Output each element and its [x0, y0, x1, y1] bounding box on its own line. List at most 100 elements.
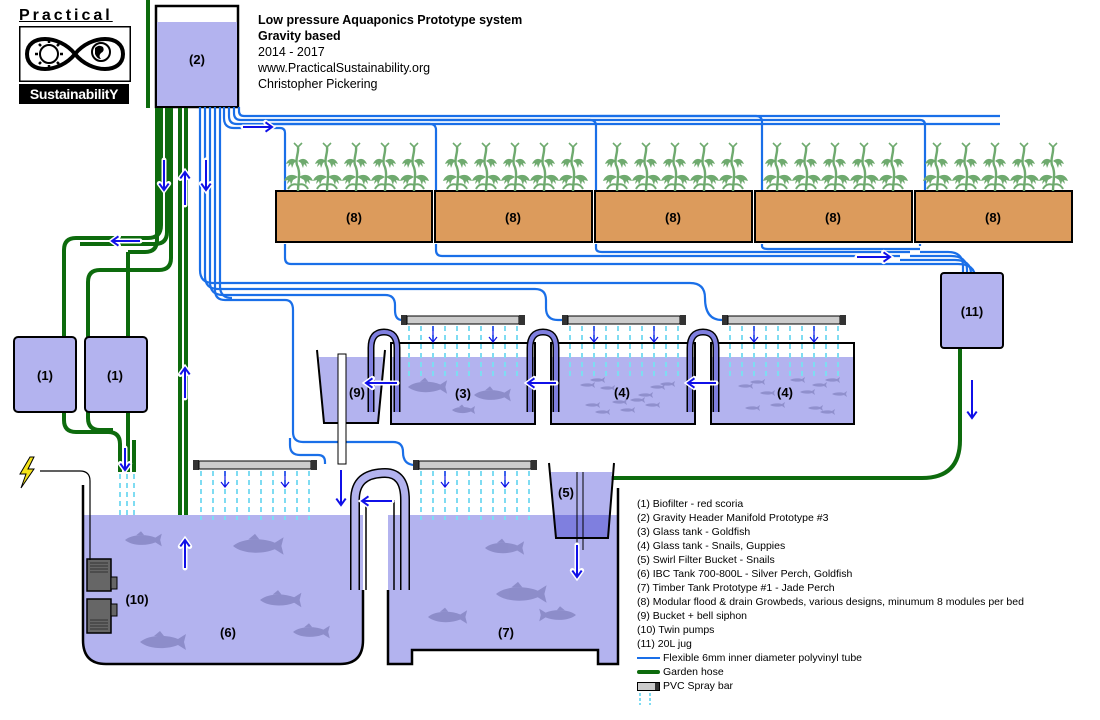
legend-symbol-tube: Flexible 6mm inner diameter polyvinyl tu…: [637, 651, 1024, 665]
plant-icon: [819, 141, 852, 193]
biofilter-a: [13, 336, 77, 413]
legend-item: (1) Biofilter - red scoria: [637, 498, 744, 510]
flow-arrow-icon: [526, 377, 556, 389]
title-author: Christopher Pickering: [258, 77, 378, 91]
plant-icon: [761, 141, 794, 193]
flow-arrow-icon: [966, 380, 978, 420]
infinity-icon: [24, 37, 126, 71]
bucket-siphon-label: (9): [349, 385, 365, 400]
ibc-tank-label: (6): [220, 625, 236, 640]
twin-pumps: [86, 558, 118, 634]
spray-bar-pipe: [561, 314, 687, 326]
twin-pumps-label: (10): [125, 592, 148, 607]
lightning-icon: [19, 456, 35, 489]
plant-icon: [979, 141, 1012, 193]
spray-drops-icon: [637, 693, 1024, 707]
plant-icon: [630, 141, 663, 193]
growbed-label-5: (8): [985, 210, 1001, 225]
timber-tank-label: (7): [498, 625, 514, 640]
timber-tank: [386, 488, 620, 666]
plant-icon: [601, 141, 634, 193]
legend-item: (3) Glass tank - Goldfish: [637, 526, 751, 538]
spray-bar: [721, 314, 847, 377]
title-website[interactable]: www.PracticalSustainability.org: [258, 61, 431, 75]
legend-symbol-hose: Garden hose: [637, 665, 1024, 679]
plant-icon: [470, 141, 503, 193]
spray-bar: [192, 459, 318, 520]
legend-item: (11) 20L jug: [637, 638, 692, 650]
biofilter-a-label: (1): [37, 368, 53, 383]
flow-arrow-icon: [179, 538, 191, 568]
header-manifold-label: (2): [189, 52, 205, 67]
swirl-filter-bucket: [548, 462, 615, 550]
legend-item: (2) Gravity Header Manifold Prototype #3: [637, 512, 829, 524]
ibc-tank: [81, 485, 365, 666]
spray-bar-pipe: [721, 314, 847, 326]
growbed-label-4: (8): [825, 210, 841, 225]
legend-symbol-label: Garden hose: [663, 666, 724, 678]
power-cord: [40, 470, 91, 560]
practical-sustainability-logo: Practical SustainabilitY: [19, 8, 131, 104]
legend-item: (8) Modular flood & drain Growbeds, vari…: [637, 596, 1024, 608]
legend-item: (4) Glass tank - Snails, Guppies: [637, 540, 786, 552]
plant-icon: [790, 141, 823, 193]
swirl-filter-label: (5): [558, 485, 574, 500]
plant-icon: [877, 141, 910, 193]
jug-label: (11): [961, 304, 983, 319]
plant-icon: [311, 141, 344, 193]
glass-tank-snails-2-label: (4): [777, 385, 793, 400]
plant-icon: [282, 141, 315, 193]
legend-symbol-spray-bar: PVC Spray bar: [637, 679, 1024, 693]
bell-siphon: [350, 467, 410, 590]
growbed-label-3: (8): [665, 210, 681, 225]
plant-icon: [340, 141, 373, 193]
legend-item: (10) Twin pumps: [637, 624, 715, 636]
flow-arrow-icon: [243, 121, 274, 133]
spray-bar: [412, 459, 538, 520]
title-line-1: Low pressure Aquaponics Prototype system: [258, 13, 523, 27]
plant-icon: [717, 141, 750, 193]
legend-item: (9) Bucket + bell siphon: [637, 610, 748, 622]
flow-arrow-icon: [200, 160, 212, 192]
title-years: 2014 - 2017: [258, 45, 325, 59]
spray-bar-pipe: [412, 459, 538, 471]
drip-arrow-icon: [440, 471, 450, 488]
flow-arrows: [107, 119, 980, 582]
spray-bar: [400, 314, 526, 377]
drip-arrow-icon: [649, 326, 659, 343]
logo-top-text: Practical: [19, 7, 113, 24]
biofilter-b-label: (1): [107, 368, 123, 383]
drip-arrow-icon: [220, 471, 230, 488]
legend: (1) Biofilter - red scoria (2) Gravity H…: [637, 497, 1024, 707]
drip-arrow-icon: [488, 326, 498, 343]
drip-arrow-icon: [280, 471, 290, 488]
legend-symbol-label: PVC Spray bar: [663, 680, 734, 692]
bucket-siphon: [316, 349, 386, 465]
drip-arrow-icon: [589, 326, 599, 343]
flow-arrow-icon: [158, 160, 170, 192]
spray-bar-pipe: [192, 459, 318, 471]
plant-icon: [921, 141, 954, 193]
flow-arrow-icon: [857, 251, 892, 263]
plant-icon: [557, 141, 590, 193]
title-block: Low pressure Aquaponics Prototype system…: [258, 12, 522, 92]
legend-item: (6) IBC Tank 700-800L - Silver Perch, Go…: [637, 568, 853, 580]
plant-icon: [848, 141, 881, 193]
drip-arrow-icon: [428, 326, 438, 343]
drip-arrow-icon: [809, 326, 819, 343]
header-manifold-tank: [154, 4, 240, 109]
flow-arrow-icon: [571, 545, 583, 579]
plant-icon: [688, 141, 721, 193]
spray-bars: [119, 314, 847, 520]
plant-icon: [659, 141, 692, 193]
plant-icon: [528, 141, 561, 193]
plant-icon: [1008, 141, 1041, 193]
siphon-tubes: [367, 328, 720, 412]
flow-arrow-icon: [179, 366, 191, 398]
growbed-label-1: (8): [346, 210, 362, 225]
glass-tank-goldfish-label: (3): [455, 386, 471, 401]
flow-arrow-icon: [360, 495, 392, 507]
title-line-2: Gravity based: [258, 29, 341, 43]
spray-bar: [561, 314, 687, 377]
legend-symbol-label: Flexible 6mm inner diameter polyvinyl tu…: [663, 652, 863, 664]
